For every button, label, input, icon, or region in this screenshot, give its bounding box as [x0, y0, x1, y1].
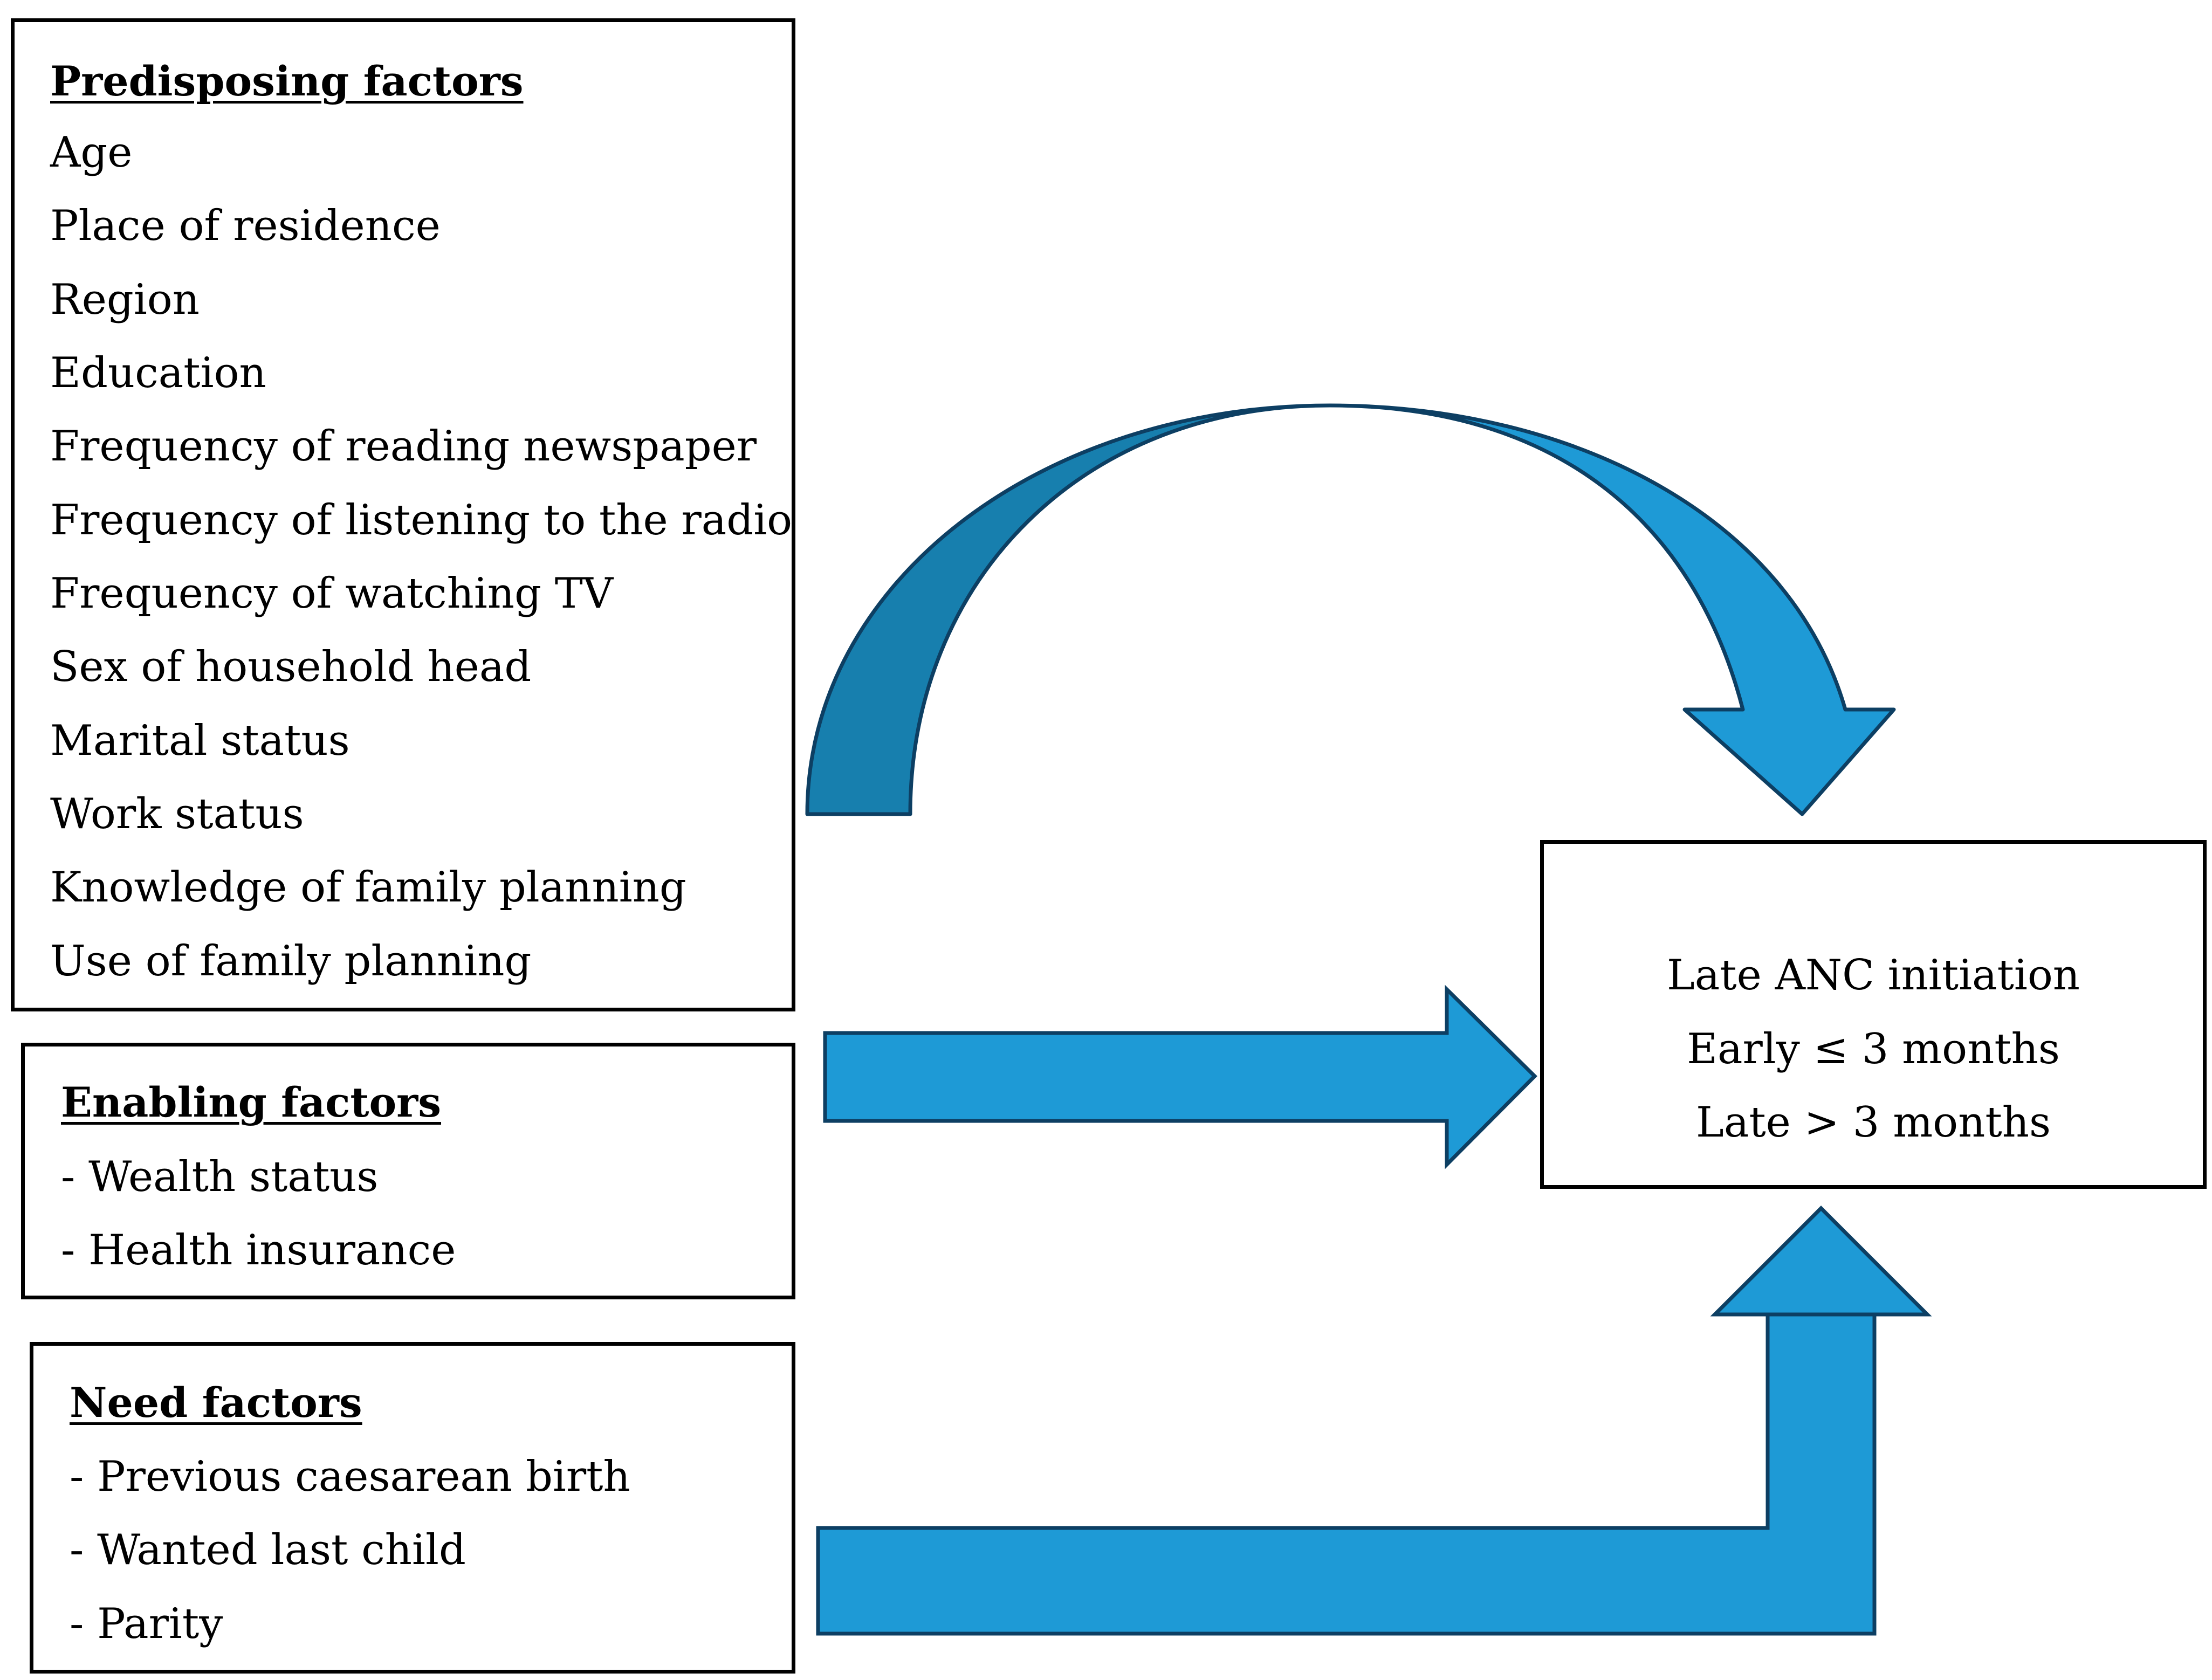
outcome-box: Late ANC initiation Early ≤ 3 months Lat… — [1540, 840, 2207, 1189]
predisposing-item: Use of family planning — [50, 937, 532, 986]
outcome-title: Late ANC initiation — [1666, 951, 2080, 1000]
curved-arrow-back-face — [805, 403, 1332, 816]
elbow-arrow-need-to-outcome — [816, 1206, 1932, 1636]
enabling-item: - Wealth status — [61, 1153, 379, 1201]
predisposing-item: Work status — [50, 790, 304, 838]
enabling-factors-box: Enabling factors - Wealth status - Healt… — [21, 1043, 795, 1299]
straight-arrow-enabling-to-outcome — [823, 984, 1537, 1169]
outcome-late-definition: Late > 3 months — [1696, 1098, 2051, 1147]
need-item: - Previous caesarean birth — [70, 1452, 630, 1501]
need-factors-box: Need factors - Previous caesarean birth … — [30, 1342, 795, 1674]
predisposing-item: Age — [50, 128, 133, 177]
predisposing-factors-box: Predisposing factors Age Place of reside… — [11, 18, 795, 1011]
predisposing-factors-title: Predisposing factors — [50, 57, 524, 105]
predisposing-item: Frequency of listening to the radio — [50, 496, 793, 545]
curved-arrow-front-face — [1328, 403, 1896, 816]
predisposing-item: Sex of household head — [50, 643, 532, 691]
need-item: - Parity — [70, 1600, 223, 1648]
need-item: - Wanted last child — [70, 1526, 466, 1574]
predisposing-item: Frequency of watching TV — [50, 569, 614, 618]
predisposing-item: Knowledge of family planning — [50, 863, 686, 912]
predisposing-item: Education — [50, 349, 266, 397]
predisposing-item: Region — [50, 276, 200, 324]
outcome-early-definition: Early ≤ 3 months — [1687, 1025, 2060, 1073]
enabling-item: - Health insurance — [61, 1226, 456, 1275]
curved-arrow-predisposing-to-outcome — [805, 403, 1896, 816]
enabling-factors-title: Enabling factors — [61, 1078, 442, 1126]
need-factors-title: Need factors — [70, 1379, 362, 1427]
predisposing-item: Place of residence — [50, 202, 441, 250]
predisposing-item: Frequency of reading newspaper — [50, 422, 757, 471]
predisposing-item: Marital status — [50, 717, 350, 765]
